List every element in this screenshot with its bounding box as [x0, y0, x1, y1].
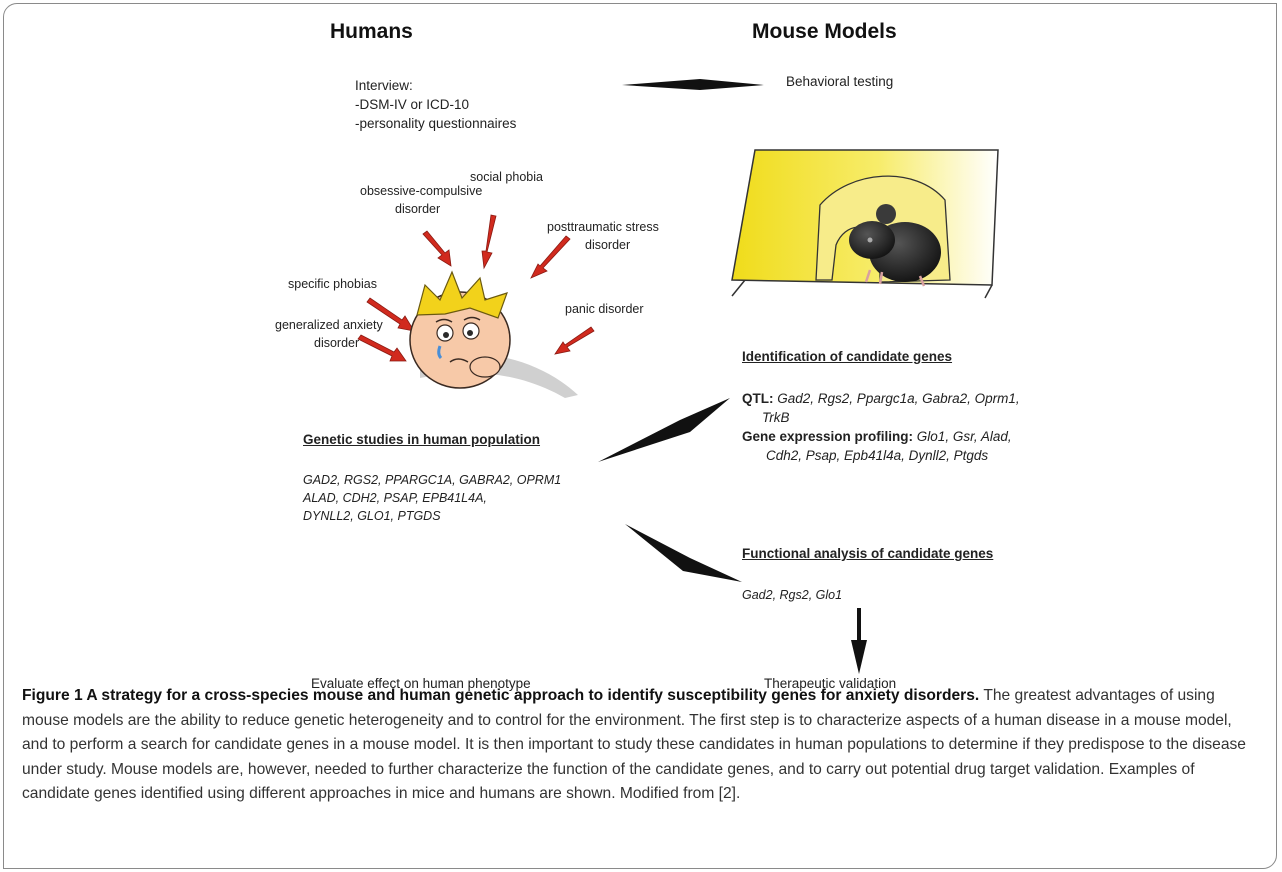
red-arrow-social — [481, 214, 497, 270]
qtl-genes-1: Gad2, Rgs2, Ppargc1a, Gabra2, Oprm1, — [777, 391, 1020, 406]
expr-label: Gene expression profiling: — [742, 429, 914, 444]
humans-header: Humans — [330, 20, 413, 43]
red-arrow-gad — [357, 334, 407, 362]
label-panic-disorder: panic disorder — [565, 302, 644, 316]
evaluate-label: Evaluate effect on human phenotype — [311, 676, 531, 691]
arrow-interview-to-behavioral — [622, 79, 764, 90]
expr-genes-1: Glo1, Gsr, Alad, — [916, 429, 1012, 444]
red-arrow-panic — [554, 326, 595, 355]
identification-title: Identification of candidate genes — [742, 349, 953, 364]
label-ptsd-1: posttraumatic stress — [547, 220, 659, 234]
worried-face-illustration — [409, 270, 578, 398]
figure-frame — [3, 3, 1277, 869]
label-specific-phobias: specific phobias — [288, 277, 377, 291]
qtl-line-1: QTL: Gad2, Rgs2, Ppargc1a, Gabra2, Oprm1… — [742, 391, 1020, 406]
expr-line-1: Gene expression profiling: Glo1, Gsr, Al… — [742, 429, 1012, 444]
label-ocd-2: disorder — [395, 202, 441, 216]
arrow-functional-to-therapeutic — [851, 608, 867, 674]
genetic-studies-title: Genetic studies in human population — [303, 432, 541, 447]
red-arrow-specific — [366, 297, 415, 332]
expr-genes-2: Cdh2, Psap, Epb41l4a, Dynll2, Ptgds — [766, 448, 989, 463]
interview-line-2: -personality questionnaires — [355, 116, 517, 131]
functional-genes: Gad2, Rgs2, Glo1 — [742, 588, 843, 602]
red-arrow-ptsd — [530, 235, 571, 279]
interview-line-1: -DSM-IV or ICD-10 — [355, 97, 470, 112]
figure-artwork — [357, 79, 999, 674]
qtl-label: QTL: — [742, 391, 774, 406]
human-genes-2: ALAD, CDH2, PSAP, EPB41L4A, — [303, 491, 487, 505]
therapeutic-label: Therapeutic validation — [764, 676, 897, 691]
human-genes-3: DYNLL2, GLO1, PTGDS — [303, 509, 441, 523]
tunnel-mouse-illustration — [731, 149, 999, 299]
label-gad-1: generalized anxiety — [275, 318, 383, 332]
functional-title: Functional analysis of candidate genes — [742, 546, 994, 561]
caption-title: Figure 1 A strategy for a cross-species … — [22, 687, 980, 704]
arrow-identification-to-genetic — [598, 398, 730, 462]
label-gad-2: disorder — [314, 336, 360, 350]
qtl-genes-2: TrkB — [762, 410, 790, 425]
figure-caption: Figure 1 A strategy for a cross-species … — [22, 684, 1262, 807]
arrow-genetic-to-functional — [625, 524, 742, 582]
mouse-models-header: Mouse Models — [752, 20, 897, 43]
interview-title: Interview: — [355, 78, 413, 93]
human-genes-1: GAD2, RGS2, PPARGC1A, GABRA2, OPRM1 — [303, 473, 562, 487]
label-ptsd-2: disorder — [585, 238, 631, 252]
behavioral-testing-label: Behavioral testing — [786, 74, 894, 89]
label-ocd-1: obsessive-compulsive — [360, 184, 483, 198]
label-social-phobia: social phobia — [470, 170, 543, 184]
red-arrow-ocd — [422, 230, 452, 267]
caption-body: The greatest advantages of using mouse m… — [22, 687, 1246, 803]
